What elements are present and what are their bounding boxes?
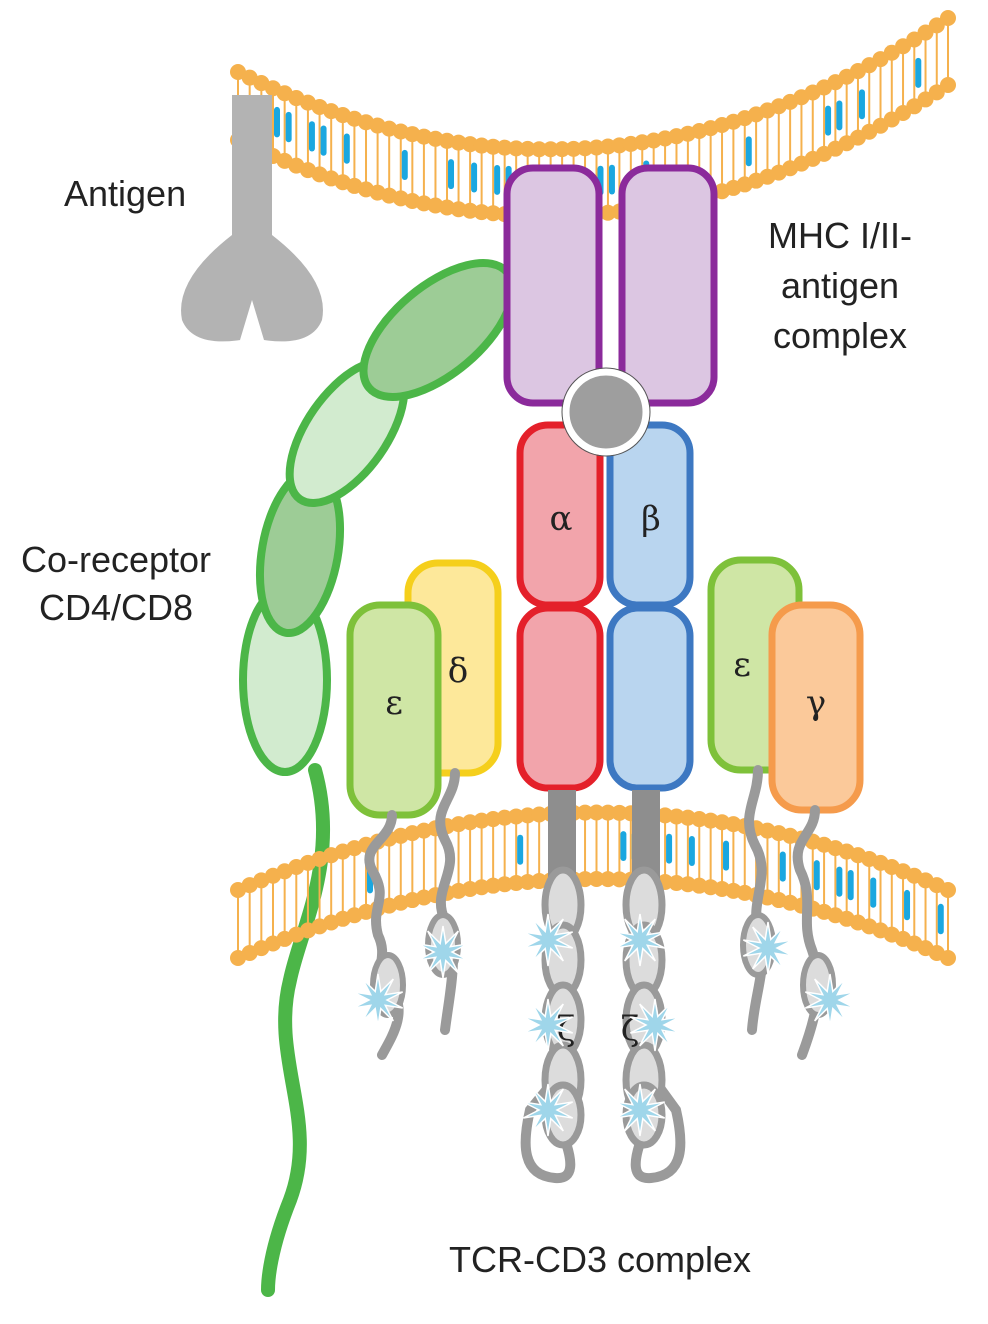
epsilon-left-label: ε [385, 683, 403, 723]
delta-label: δ [448, 651, 468, 691]
mhc-label-line3: complex [772, 315, 908, 356]
itam-star-icon [614, 913, 666, 967]
tcr-beta-chain: β [606, 421, 694, 792]
epsilon-right-label: ε [733, 645, 751, 685]
itam-star-icon [742, 921, 794, 975]
itam-star-icon [417, 925, 469, 979]
alpha-label: α [550, 499, 573, 539]
itam-star-icon [522, 1083, 574, 1137]
mhc-complex [503, 164, 718, 407]
itam-star-icon [522, 913, 574, 967]
tcr-alpha-chain: α [516, 421, 604, 792]
itam-star-icon [804, 973, 856, 1027]
beta-label: β [641, 499, 661, 539]
peptide-outline [561, 367, 651, 457]
cytoplasmic-tails [364, 765, 824, 1184]
antigen-shape [181, 95, 323, 342]
itam-star-icon [629, 998, 681, 1052]
tcell-membrane [230, 804, 956, 966]
tcr-cd3-complex-label: TCR-CD3 complex [448, 1239, 752, 1280]
peptide-circle [562, 368, 650, 456]
mhc-label-line2: antigen [780, 265, 900, 306]
itam-star-icon [614, 1083, 666, 1137]
cd3-epsilon-left: ε [346, 601, 442, 819]
cd3-gamma: γ [768, 601, 864, 814]
antigen-label: Antigen [64, 173, 187, 214]
coreceptor-label-line2: CD4/CD8 [38, 587, 194, 628]
itam-motifs [352, 912, 856, 1137]
gamma-label: γ [806, 683, 826, 723]
mhc-label-line1: MHC I/II- [768, 215, 912, 256]
itam-star-icon [522, 998, 574, 1052]
zeta-right-label: ζ [621, 1009, 639, 1049]
coreceptor-label-line1: Co-receptor [20, 539, 212, 580]
coreceptor-cd4-cd8 [239, 259, 517, 1297]
itam-star-icon [352, 973, 404, 1027]
